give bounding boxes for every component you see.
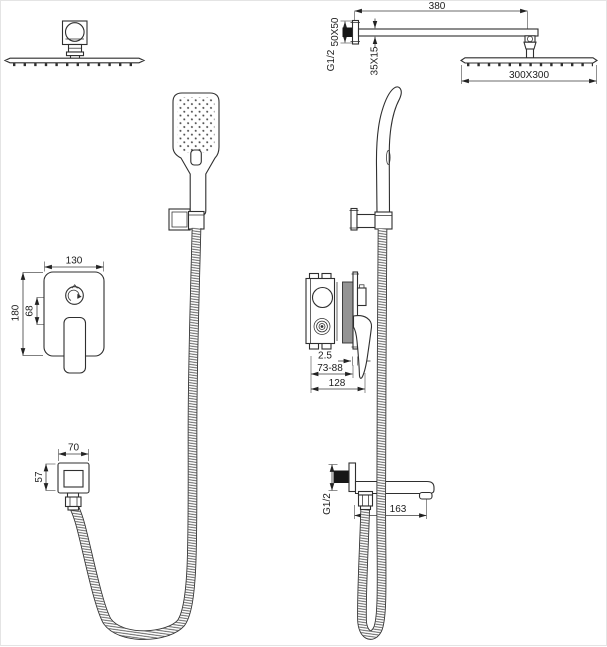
- dim-mixer-offset-label: 68: [25, 305, 36, 317]
- dim-mixer-width-label: 130: [66, 256, 83, 267]
- dim-valve-total-depth-label: 128: [329, 378, 346, 389]
- ball-joint: [64, 22, 85, 42]
- mixer-lever-handle: [63, 316, 87, 374]
- valve-lever-side: [352, 315, 373, 379]
- spout-thread-nipple: [333, 470, 350, 483]
- dim-arm-profile-label: 35X15: [370, 46, 381, 75]
- diverter-arrow: [77, 293, 82, 299]
- bracket-flange-side: [350, 207, 358, 231]
- dim-arm-thread-label: G1/2: [326, 49, 337, 71]
- dim-arm-flange-label: 50X50: [330, 17, 341, 46]
- wall-depth-zone: [342, 281, 354, 344]
- valve-spout-stub: [356, 287, 367, 307]
- wall-thread-nipple: [342, 27, 353, 37]
- dim-elbow-width-label: 70: [68, 443, 80, 454]
- dim-valve-plate-thickness-label: 2.5: [318, 351, 332, 362]
- dim-mixer-height-label: 180: [11, 304, 22, 321]
- dim-arm-length-label: 380: [429, 1, 446, 12]
- tub-spout-side-view: [333, 462, 435, 500]
- spray-face-dots: [177, 97, 215, 153]
- elbow-port: [63, 469, 84, 488]
- bracket-cup: [187, 210, 205, 230]
- mode-button: [190, 149, 202, 166]
- valve-trim-plate-edge: [352, 271, 359, 350]
- mixer-valve-side-view: [305, 271, 373, 379]
- bracket-cup-side: [374, 211, 393, 230]
- valve-lower-port: [320, 325, 324, 328]
- handheld-shower-side-view: [349, 86, 402, 231]
- spout-wall-flange: [348, 462, 357, 493]
- spout-outlet: [418, 491, 433, 500]
- dimension-annotations: 380 50X50 G1/2 35X15 300X300 130 180 68: [11, 1, 597, 519]
- dim-spout-thread-label: G1/2: [322, 493, 333, 515]
- wand-slot: [386, 150, 391, 165]
- shower-head-plate: [3, 57, 146, 64]
- handheld-shower-front-view: [168, 92, 220, 231]
- dim-valve-depth-range-label: 73-88: [317, 363, 343, 374]
- arm-wall-flange: [351, 19, 360, 45]
- overhead-shower-front-view: [3, 20, 146, 67]
- dim-head-size-label: 300X300: [509, 70, 549, 81]
- dim-spout-length-label: 163: [390, 504, 407, 515]
- dim-elbow-height-label: 57: [34, 471, 45, 483]
- mixer-valve-front-view: [43, 271, 105, 374]
- valve-upper-port: [311, 286, 334, 309]
- shower-arm: [357, 28, 539, 37]
- elbow-hose-nut: [64, 496, 82, 511]
- spout-hose-nut: [357, 490, 374, 511]
- outlet-elbow-front-view: [57, 462, 90, 499]
- overhead-plate-side: [459, 57, 599, 64]
- shower-arm-side-view: [342, 19, 599, 67]
